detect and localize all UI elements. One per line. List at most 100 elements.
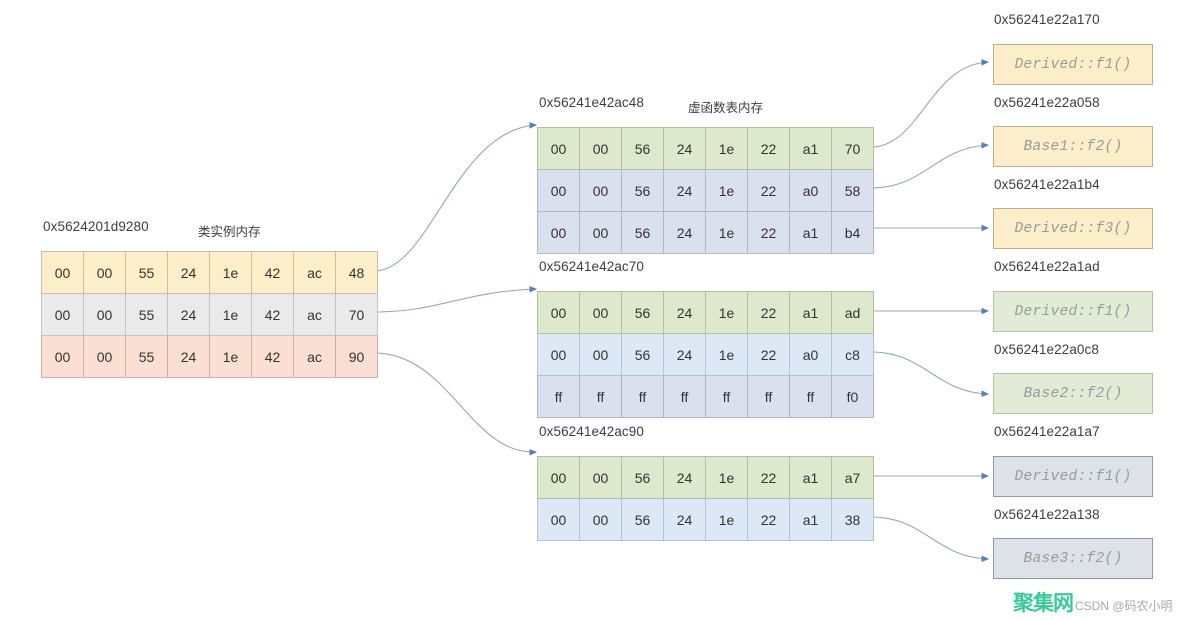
vtable3-memory-table: 00 00 56 24 1e 22 a1 a7 00 00 56 24 1e 2… — [537, 456, 874, 541]
byte-cell: ac — [293, 293, 336, 336]
vtable-caption-label: 虚函数表内存 — [688, 101, 764, 115]
byte-cell: 24 — [663, 498, 706, 541]
function-address-label: 0x56241e22a1a7 — [994, 424, 1100, 439]
table-row: ff ff ff ff ff ff ff f0 — [537, 375, 874, 418]
byte-cell: 55 — [125, 293, 168, 336]
byte-cell: 1e — [705, 498, 748, 541]
byte-cell: 00 — [579, 498, 622, 541]
byte-cell: 00 — [41, 251, 84, 294]
byte-cell: 00 — [579, 333, 622, 376]
byte-cell: ff — [789, 375, 832, 418]
instance-caption-label: 类实例内存 — [198, 225, 261, 239]
vtable1-memory-table: 00 00 56 24 1e 22 a1 70 00 00 56 24 1e 2… — [537, 127, 874, 254]
function-address-label: 0x56241e22a138 — [994, 507, 1100, 522]
table-row: 00 00 56 24 1e 22 a1 70 — [537, 127, 874, 170]
byte-cell: 1e — [705, 291, 748, 334]
byte-cell: 24 — [167, 293, 210, 336]
byte-cell: 00 — [41, 293, 84, 336]
byte-cell: 1e — [209, 293, 252, 336]
byte-cell: 24 — [663, 127, 706, 170]
wire-vt2-row2 — [870, 351, 990, 398]
vtable1-address-label: 0x56241e42ac48 — [539, 95, 644, 110]
byte-cell: a1 — [789, 211, 832, 254]
byte-cell: 22 — [747, 211, 790, 254]
byte-cell: 1e — [705, 333, 748, 376]
table-row: 00 00 56 24 1e 22 a1 b4 — [537, 211, 874, 254]
byte-cell: 24 — [663, 169, 706, 212]
byte-cell: 00 — [83, 335, 126, 378]
byte-cell: 56 — [621, 291, 664, 334]
function-box-base3-f2: Base3::f2() — [993, 538, 1153, 579]
byte-cell: 56 — [621, 169, 664, 212]
watermark-logo: 聚集网 — [1013, 591, 1074, 615]
wire-vt1-row1 — [870, 59, 990, 148]
byte-cell: 00 — [537, 169, 580, 212]
byte-cell: ff — [663, 375, 706, 418]
byte-cell: 00 — [579, 291, 622, 334]
function-box-derived-f1-a: Derived::f1() — [993, 44, 1153, 85]
function-box-derived-f1-c: Derived::f1() — [993, 456, 1153, 497]
byte-cell: 24 — [663, 456, 706, 499]
byte-cell: 22 — [747, 127, 790, 170]
byte-cell: 24 — [663, 211, 706, 254]
table-row: 00 00 55 24 1e 42 ac 48 — [41, 251, 378, 294]
vtable2-memory-table: 00 00 56 24 1e 22 a1 ad 00 00 56 24 1e 2… — [537, 291, 874, 418]
byte-cell: 42 — [251, 293, 294, 336]
table-row: 00 00 55 24 1e 42 ac 90 — [41, 335, 378, 378]
byte-cell: ac — [293, 335, 336, 378]
function-box-base1-f2: Base1::f2() — [993, 126, 1153, 167]
byte-cell: 22 — [747, 456, 790, 499]
byte-cell: 22 — [747, 169, 790, 212]
byte-cell: 00 — [537, 333, 580, 376]
table-row: 00 00 56 24 1e 22 a1 a7 — [537, 456, 874, 499]
byte-cell: 00 — [83, 293, 126, 336]
wire-instance-row1 — [373, 122, 538, 272]
byte-cell: 56 — [621, 498, 664, 541]
byte-cell: 56 — [621, 211, 664, 254]
byte-cell: ff — [621, 375, 664, 418]
table-row: 00 00 56 24 1e 22 a0 58 — [537, 169, 874, 212]
function-box-base2-f2: Base2::f2() — [993, 373, 1153, 414]
function-box-derived-f1-b: Derived::f1() — [993, 291, 1153, 332]
wire-vt3-row2 — [870, 516, 990, 563]
byte-cell: 38 — [831, 498, 874, 541]
byte-cell: 70 — [831, 127, 874, 170]
byte-cell: ff — [747, 375, 790, 418]
byte-cell: ff — [537, 375, 580, 418]
function-address-label: 0x56241e22a058 — [994, 95, 1100, 110]
byte-cell: 1e — [705, 127, 748, 170]
byte-cell: 90 — [335, 335, 378, 378]
byte-cell: 1e — [705, 456, 748, 499]
byte-cell: c8 — [831, 333, 874, 376]
function-box-derived-f3: Derived::f3() — [993, 208, 1153, 249]
instance-memory-table: 00 00 55 24 1e 42 ac 48 00 00 55 24 1e 4… — [41, 251, 378, 378]
function-address-label: 0x56241e22a0c8 — [994, 342, 1099, 357]
byte-cell: 00 — [537, 127, 580, 170]
byte-cell: 1e — [705, 169, 748, 212]
table-row: 00 00 55 24 1e 42 ac 70 — [41, 293, 378, 336]
byte-cell: a1 — [789, 127, 832, 170]
byte-cell: 22 — [747, 498, 790, 541]
byte-cell: a0 — [789, 333, 832, 376]
byte-cell: 00 — [579, 169, 622, 212]
byte-cell: 56 — [621, 456, 664, 499]
byte-cell: 00 — [579, 456, 622, 499]
byte-cell: ff — [705, 375, 748, 418]
byte-cell: ad — [831, 291, 874, 334]
function-address-label: 0x56241e22a1b4 — [994, 177, 1100, 192]
table-row: 00 00 56 24 1e 22 a0 c8 — [537, 333, 874, 376]
byte-cell: 48 — [335, 251, 378, 294]
byte-cell: 00 — [83, 251, 126, 294]
table-row: 00 00 56 24 1e 22 a1 ad — [537, 291, 874, 334]
byte-cell: a1 — [789, 456, 832, 499]
watermark: 聚集网 CSDN @码农小明 — [1013, 593, 1173, 614]
byte-cell: 22 — [747, 291, 790, 334]
function-address-label: 0x56241e22a170 — [994, 12, 1100, 27]
byte-cell: f0 — [831, 375, 874, 418]
byte-cell: 42 — [251, 335, 294, 378]
wire-instance-row2 — [373, 285, 538, 313]
byte-cell: ff — [579, 375, 622, 418]
byte-cell: 58 — [831, 169, 874, 212]
byte-cell: 42 — [251, 251, 294, 294]
